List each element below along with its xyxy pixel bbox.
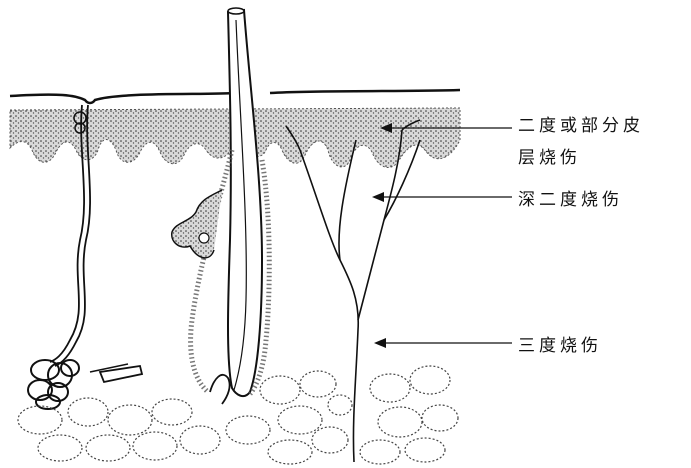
label-deep-second-degree-burn: 深二度烧伤 xyxy=(518,188,623,212)
label-superficial-burn-line1: 二度或部分皮 xyxy=(518,114,644,138)
label-third-degree-burn: 三度烧伤 xyxy=(518,334,602,358)
pointer-deep-second xyxy=(372,192,512,202)
label-superficial-burn-line2: 层烧伤 xyxy=(518,146,581,170)
hair-follicle xyxy=(172,8,270,404)
pointer-third xyxy=(374,338,512,348)
vessel-fragment xyxy=(90,364,142,382)
branching-vessel xyxy=(286,120,420,462)
